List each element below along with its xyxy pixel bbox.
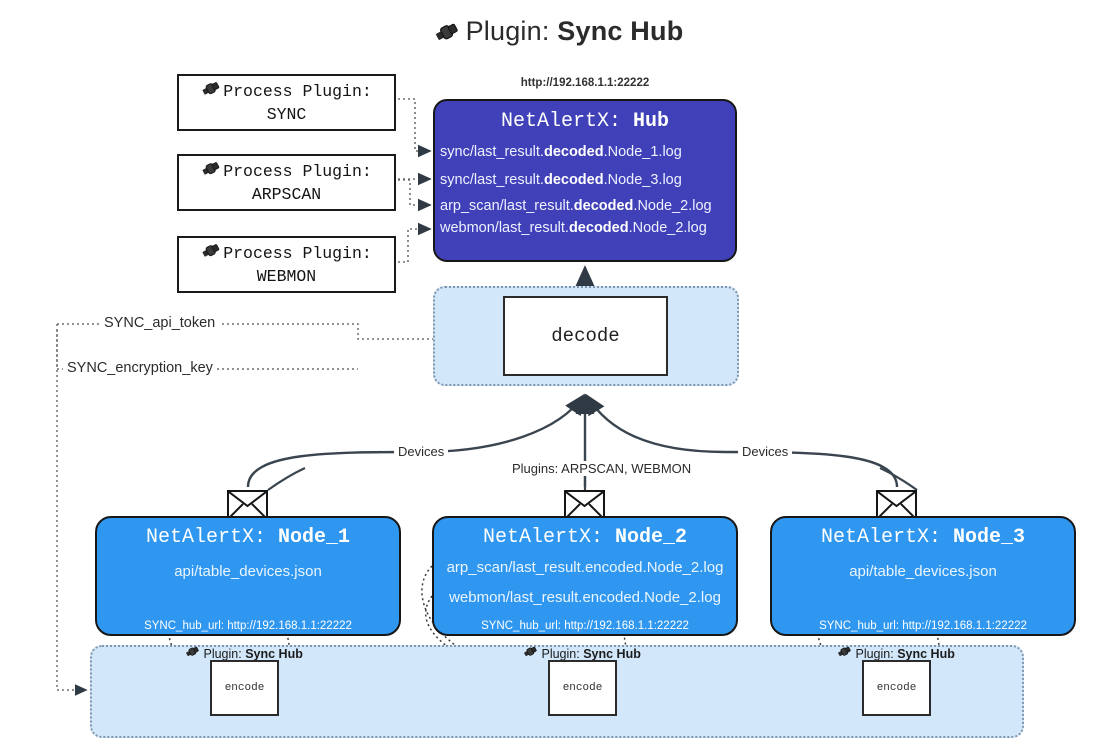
hub-title-prefix: NetAlertX: bbox=[500, 110, 621, 133]
plug-icon bbox=[434, 19, 460, 50]
encoder-plugin-label-1: Plugin: Sync Hub bbox=[185, 645, 303, 661]
node-box-1[interactable] bbox=[95, 516, 401, 636]
node-line-2-1: webmon/last_result.encoded.Node_2.log bbox=[449, 589, 721, 606]
sync-encryption-key-label: SYNC_encryption_key bbox=[63, 360, 217, 376]
hub-log-pre: arp_scan/last_result. bbox=[440, 198, 574, 214]
node-foot-1: SYNC_hub_url: http://192.168.1.1:22222 bbox=[144, 620, 352, 632]
encoder-plugin-label-3: Plugin: Sync Hub bbox=[837, 645, 955, 661]
node-line-1-0: api/table_devices.json bbox=[174, 563, 322, 580]
node-title-prefix: NetAlertX: bbox=[820, 526, 941, 549]
encode-box-3[interactable]: encode bbox=[862, 660, 931, 716]
hub-title: NetAlertX: Hub bbox=[433, 110, 737, 133]
plug-icon bbox=[837, 646, 855, 661]
plug-icon bbox=[201, 160, 221, 183]
node-line-3-0: api/table_devices.json bbox=[849, 563, 997, 580]
process-plugin-arpscan[interactable]: Process Plugin: ARPSCAN bbox=[177, 154, 396, 211]
node-title-2: NetAlertX: Node_2 bbox=[432, 526, 738, 549]
node-box-3[interactable] bbox=[770, 516, 1076, 636]
node-title-prefix: NetAlertX: bbox=[482, 526, 603, 549]
node-title-1: NetAlertX: Node_1 bbox=[95, 526, 401, 549]
node-line-2-0: arp_scan/last_result.encoded.Node_2.log bbox=[446, 559, 724, 576]
plug-icon bbox=[201, 80, 221, 103]
node-foot-2: SYNC_hub_url: http://192.168.1.1:22222 bbox=[481, 620, 689, 632]
process-plugin-name: ARPSCAN bbox=[251, 184, 322, 204]
node-title-name: Node_2 bbox=[615, 526, 688, 549]
plug-icon bbox=[185, 646, 203, 661]
hub-log-2: sync/last_result.decoded.Node_3.log bbox=[440, 172, 740, 188]
edge-label-plugins: Plugins: ARPSCAN, WEBMON bbox=[508, 461, 696, 476]
node-title-name: Node_3 bbox=[953, 526, 1026, 549]
sync-api-token-label: SYNC_api_token bbox=[100, 315, 220, 331]
process-plugin-name: WEBMON bbox=[256, 266, 317, 286]
hub-log-mid: decoded bbox=[543, 172, 604, 188]
process-plugin-sync[interactable]: Process Plugin: SYNC bbox=[177, 74, 396, 131]
hub-log-mid: decoded bbox=[568, 220, 629, 236]
hub-log-4: webmon/last_result.decoded.Node_2.log bbox=[440, 220, 740, 236]
process-plugin-label: Process Plugin: bbox=[223, 82, 372, 102]
page-title: Plugin: Sync Hub bbox=[0, 16, 1117, 50]
title-prefix: Plugin: bbox=[465, 16, 550, 46]
hub-box[interactable] bbox=[433, 99, 737, 262]
hub-log-post: .Node_3.log bbox=[603, 172, 682, 188]
encoder-plugin-label-2: Plugin: Sync Hub bbox=[523, 645, 641, 661]
plug-icon bbox=[201, 242, 221, 265]
process-plugin-label: Process Plugin: bbox=[223, 162, 372, 182]
encode-box-1[interactable]: encode bbox=[210, 660, 279, 716]
encoder-plugin-prefix: Plugin: bbox=[541, 647, 580, 661]
hub-url-label: http://192.168.1.1:22222 bbox=[520, 77, 650, 89]
encoder-plugin-name: Sync Hub bbox=[897, 647, 955, 661]
encoder-plugin-name: Sync Hub bbox=[583, 647, 641, 661]
hub-log-pre: sync/last_result. bbox=[440, 172, 544, 188]
edge-label-devices-left: Devices bbox=[394, 444, 449, 459]
hub-log-mid: decoded bbox=[543, 144, 604, 160]
hub-log-post: .Node_1.log bbox=[603, 144, 682, 160]
node-title-prefix: NetAlertX: bbox=[145, 526, 266, 549]
node-box-2[interactable] bbox=[432, 516, 738, 636]
hub-log-1: sync/last_result.decoded.Node_1.log bbox=[440, 144, 740, 160]
encoder-plugin-prefix: Plugin: bbox=[855, 647, 894, 661]
process-plugin-name: SYNC bbox=[266, 104, 307, 124]
envelope-icon bbox=[564, 490, 605, 520]
process-plugin-label: Process Plugin: bbox=[223, 244, 372, 264]
encoder-plugin-name: Sync Hub bbox=[245, 647, 303, 661]
hub-log-pre: sync/last_result. bbox=[440, 144, 544, 160]
node-title-3: NetAlertX: Node_3 bbox=[770, 526, 1076, 549]
title-name: Sync Hub bbox=[557, 16, 684, 46]
hub-log-mid: decoded bbox=[573, 198, 634, 214]
hub-log-pre: webmon/last_result. bbox=[440, 220, 569, 236]
hub-log-3: arp_scan/last_result.decoded.Node_2.log bbox=[440, 198, 740, 214]
edge-label-devices-right: Devices bbox=[738, 444, 793, 459]
node-foot-3: SYNC_hub_url: http://192.168.1.1:22222 bbox=[819, 620, 1027, 632]
encode-box-2[interactable]: encode bbox=[548, 660, 617, 716]
hub-title-name: Hub bbox=[633, 110, 670, 133]
hub-log-post: .Node_2.log bbox=[633, 198, 712, 214]
plug-icon bbox=[523, 646, 541, 661]
encoder-plugin-prefix: Plugin: bbox=[203, 647, 242, 661]
decode-box[interactable]: decode bbox=[503, 296, 668, 376]
node-title-name: Node_1 bbox=[278, 526, 351, 549]
hub-log-post: .Node_2.log bbox=[628, 220, 707, 236]
process-plugin-webmon[interactable]: Process Plugin: WEBMON bbox=[177, 236, 396, 293]
